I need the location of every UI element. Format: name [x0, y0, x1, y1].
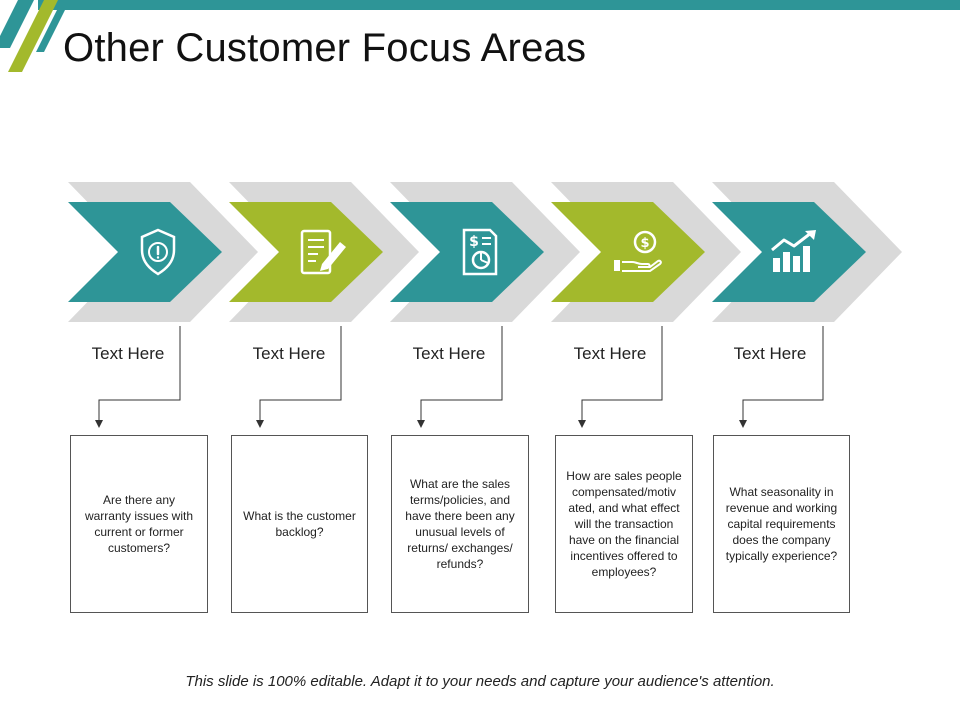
- step-1-description-box: Are there any warranty issues with curre…: [70, 435, 208, 613]
- step-5-description: What seasonality in revenue and working …: [725, 485, 838, 563]
- accent-stripe-green: [8, 0, 58, 72]
- step-1-label: Text Here: [91, 344, 165, 363]
- chevron-main: [68, 202, 222, 302]
- document-pen-icon: [300, 229, 346, 275]
- svg-text:$: $: [469, 234, 479, 250]
- step-5-chevron: [712, 182, 902, 428]
- connector-arrow: [98, 326, 181, 422]
- step-4-label: Text Here: [573, 344, 647, 363]
- chevron-main: [390, 202, 544, 302]
- step-1-description: Are there any warranty issues with curre…: [84, 493, 194, 555]
- arrowhead: [417, 420, 425, 428]
- step-3-description-box: What are the sales terms/policies, and h…: [391, 435, 529, 613]
- arrowhead: [95, 420, 103, 428]
- connector-arrow: [581, 326, 663, 422]
- accent-stripe-teal: [0, 0, 34, 48]
- step-3-chevron: $: [390, 182, 580, 428]
- step-2-description-box: What is the customer backlog?: [231, 435, 368, 613]
- step-5-label: Text Here: [733, 344, 807, 363]
- accent-stripe-teal-2: [36, 0, 70, 52]
- shield-alert-icon: [140, 228, 176, 276]
- chevron-main: [551, 202, 705, 302]
- step-1-chevron: [68, 182, 258, 428]
- chevron-main: [229, 202, 383, 302]
- top-teal-bar: [38, 0, 960, 10]
- arrowhead: [739, 420, 747, 428]
- step-5-description-box: What seasonality in revenue and working …: [713, 435, 850, 613]
- slide-footer-note: This slide is 100% editable. Adapt it to…: [185, 673, 775, 690]
- svg-text:$: $: [640, 236, 649, 251]
- financial-report-icon: $: [462, 228, 498, 276]
- step-4-description: How are sales people compensated/motiv a…: [566, 469, 682, 579]
- step-4-chevron: $: [551, 182, 741, 428]
- growth-chart-icon: [771, 230, 816, 272]
- step-2-label: Text Here: [252, 344, 326, 363]
- hand-coin-icon: $: [614, 230, 662, 272]
- connector-arrow: [742, 326, 824, 422]
- header-decoration: [0, 0, 960, 72]
- arrowhead: [578, 420, 586, 428]
- arrowhead: [256, 420, 264, 428]
- slide-title: Other Customer Focus Areas: [63, 26, 587, 70]
- step-3-label: Text Here: [412, 344, 486, 363]
- step-3-description: What are the sales terms/policies, and h…: [405, 477, 515, 571]
- step-4-description-box: How are sales people compensated/motiv a…: [555, 435, 693, 613]
- step-2-chevron: [229, 182, 419, 428]
- connector-arrow: [420, 326, 503, 422]
- step-2-description: What is the customer backlog?: [243, 509, 356, 539]
- connector-arrow: [259, 326, 342, 422]
